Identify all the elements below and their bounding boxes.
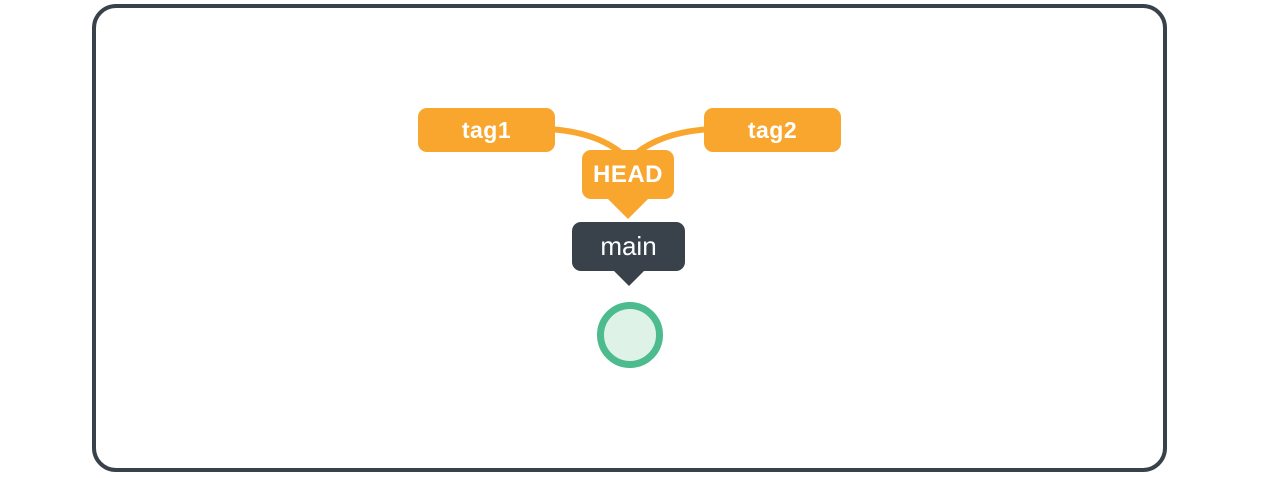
tag1-label: tag1 [418, 108, 555, 152]
tag2-label: tag2 [704, 108, 841, 152]
tag1-label-text: tag1 [461, 116, 512, 143]
commit-circle [597, 302, 663, 368]
head-label: HEAD [582, 150, 674, 219]
tag2-label-text: tag2 [747, 116, 798, 143]
main-branch-label-text: main [600, 231, 657, 261]
main-branch-label: main [572, 222, 685, 286]
head-pointer-arrow [606, 197, 650, 219]
head-label-text: HEAD [592, 160, 663, 188]
main-branch-pointer-arrow [611, 269, 646, 286]
